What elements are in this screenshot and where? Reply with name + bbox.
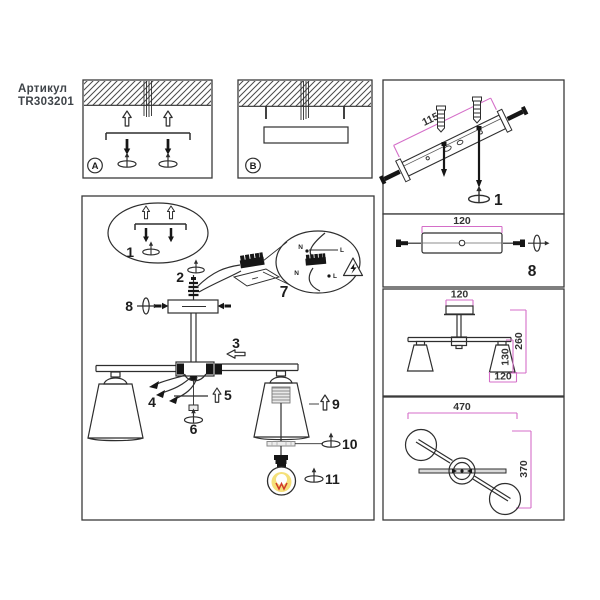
filament: [275, 481, 288, 491]
panel-b: B: [237, 79, 373, 179]
shade-top-view: [488, 482, 522, 516]
dim-canopy-lines: [445, 299, 474, 306]
bracket-screws: [441, 126, 482, 188]
dim-470-lines: [407, 412, 518, 419]
ceiling-hatch: [84, 81, 211, 105]
assembly-panel: 1 2 N L N L: [81, 195, 375, 521]
side-screws: [396, 239, 525, 247]
step-6-number: 6: [190, 421, 198, 437]
step-9-number: 9: [332, 396, 340, 412]
step2-nipple: 2: [176, 258, 205, 300]
step-11-number: 11: [325, 471, 340, 487]
step-3-number: 3: [232, 335, 240, 351]
callout-step1: 1: [107, 202, 209, 264]
dim-120-label: 120: [453, 215, 471, 227]
dim-260-label: 260: [513, 332, 525, 350]
step4-wires: 4: [148, 373, 207, 410]
wire: [198, 270, 242, 293]
dim-120-lines: [421, 225, 503, 233]
neutral-label: N: [294, 270, 299, 277]
article-label: Артикул: [18, 83, 67, 95]
wall-plug-icon: [436, 105, 446, 133]
hub-outer: [448, 457, 476, 485]
step-2-number: 2: [176, 269, 184, 285]
step9-shade-mount: 9: [309, 394, 340, 412]
step-4-number: 4: [148, 394, 156, 410]
article-code: TR303201: [18, 96, 74, 108]
step-1-number: 1: [126, 244, 134, 260]
panel-step-1: 1: [494, 192, 503, 209]
view-a-label: A: [92, 161, 99, 172]
arm: [407, 336, 512, 343]
wire: [183, 373, 207, 382]
down-rod: [190, 313, 197, 362]
right-shade: [253, 370, 310, 441]
panel-step-8: 8: [528, 263, 537, 280]
ceiling-hatch: [239, 81, 371, 106]
power-wires: [143, 81, 152, 117]
wire: [196, 264, 241, 288]
diagonal-arm: [415, 438, 453, 464]
wall-plug-icon: [472, 96, 482, 124]
callout-step7: N L N L 7: [275, 230, 364, 301]
lamp-socket: [271, 386, 291, 404]
dim-130-label: 130: [500, 348, 512, 366]
step-5-number: 5: [224, 387, 232, 403]
neutral-label: N: [298, 244, 303, 251]
power-wires: [300, 81, 309, 120]
dim-canopy-label: 120: [451, 289, 469, 301]
view-b-badge: [245, 157, 261, 174]
live-label: L: [340, 247, 344, 254]
left-shade: [87, 371, 144, 442]
rod: [456, 315, 462, 337]
step-10-number: 10: [342, 436, 358, 452]
mounting-bracket: [105, 132, 191, 140]
mounted-screws: [265, 106, 345, 119]
diagonal-arm: [471, 475, 511, 502]
top-panel-frame: [382, 396, 565, 521]
dim-shade-lines: [488, 372, 518, 383]
step6-nut: 6: [183, 404, 204, 437]
front-left-shade: [406, 340, 434, 372]
step11-bulb: 11: [266, 446, 340, 496]
dim-370-lines: [512, 430, 532, 509]
canopy: [445, 305, 474, 315]
mounting-plate: [263, 126, 349, 144]
canopy-dim-panel: 120 8: [382, 213, 565, 288]
dim-130-lines: [506, 339, 514, 373]
front-view-panel: 120 130 260 120: [382, 288, 565, 397]
top-view-panel: 470 370: [382, 396, 565, 521]
shade-top-view: [404, 428, 438, 462]
left-arm: [95, 364, 176, 373]
dim-shade-label: 120: [494, 371, 512, 383]
central-hub: 3: [95, 335, 299, 380]
terminal-block: [305, 253, 327, 266]
arm-connector: [215, 363, 222, 375]
front-right-shade: [488, 340, 516, 373]
step-8-number: 8: [125, 298, 133, 314]
mounting-bracket: [134, 223, 187, 230]
step5-pin: 5: [174, 380, 232, 405]
article-block: Артикул TR303201: [18, 83, 74, 108]
dim-370-label: 370: [518, 460, 530, 478]
step-7-number: 7: [280, 284, 289, 301]
step8-canopy: 8: [125, 297, 231, 362]
panel-a: A: [82, 79, 213, 179]
dim-470-label: 470: [453, 401, 471, 413]
bracket-dim-panel: 115 1: [379, 79, 565, 215]
live-label: L: [333, 273, 337, 280]
threaded-stack: [188, 281, 199, 297]
view-b-label: B: [250, 161, 257, 172]
view-a-badge: [87, 157, 103, 174]
